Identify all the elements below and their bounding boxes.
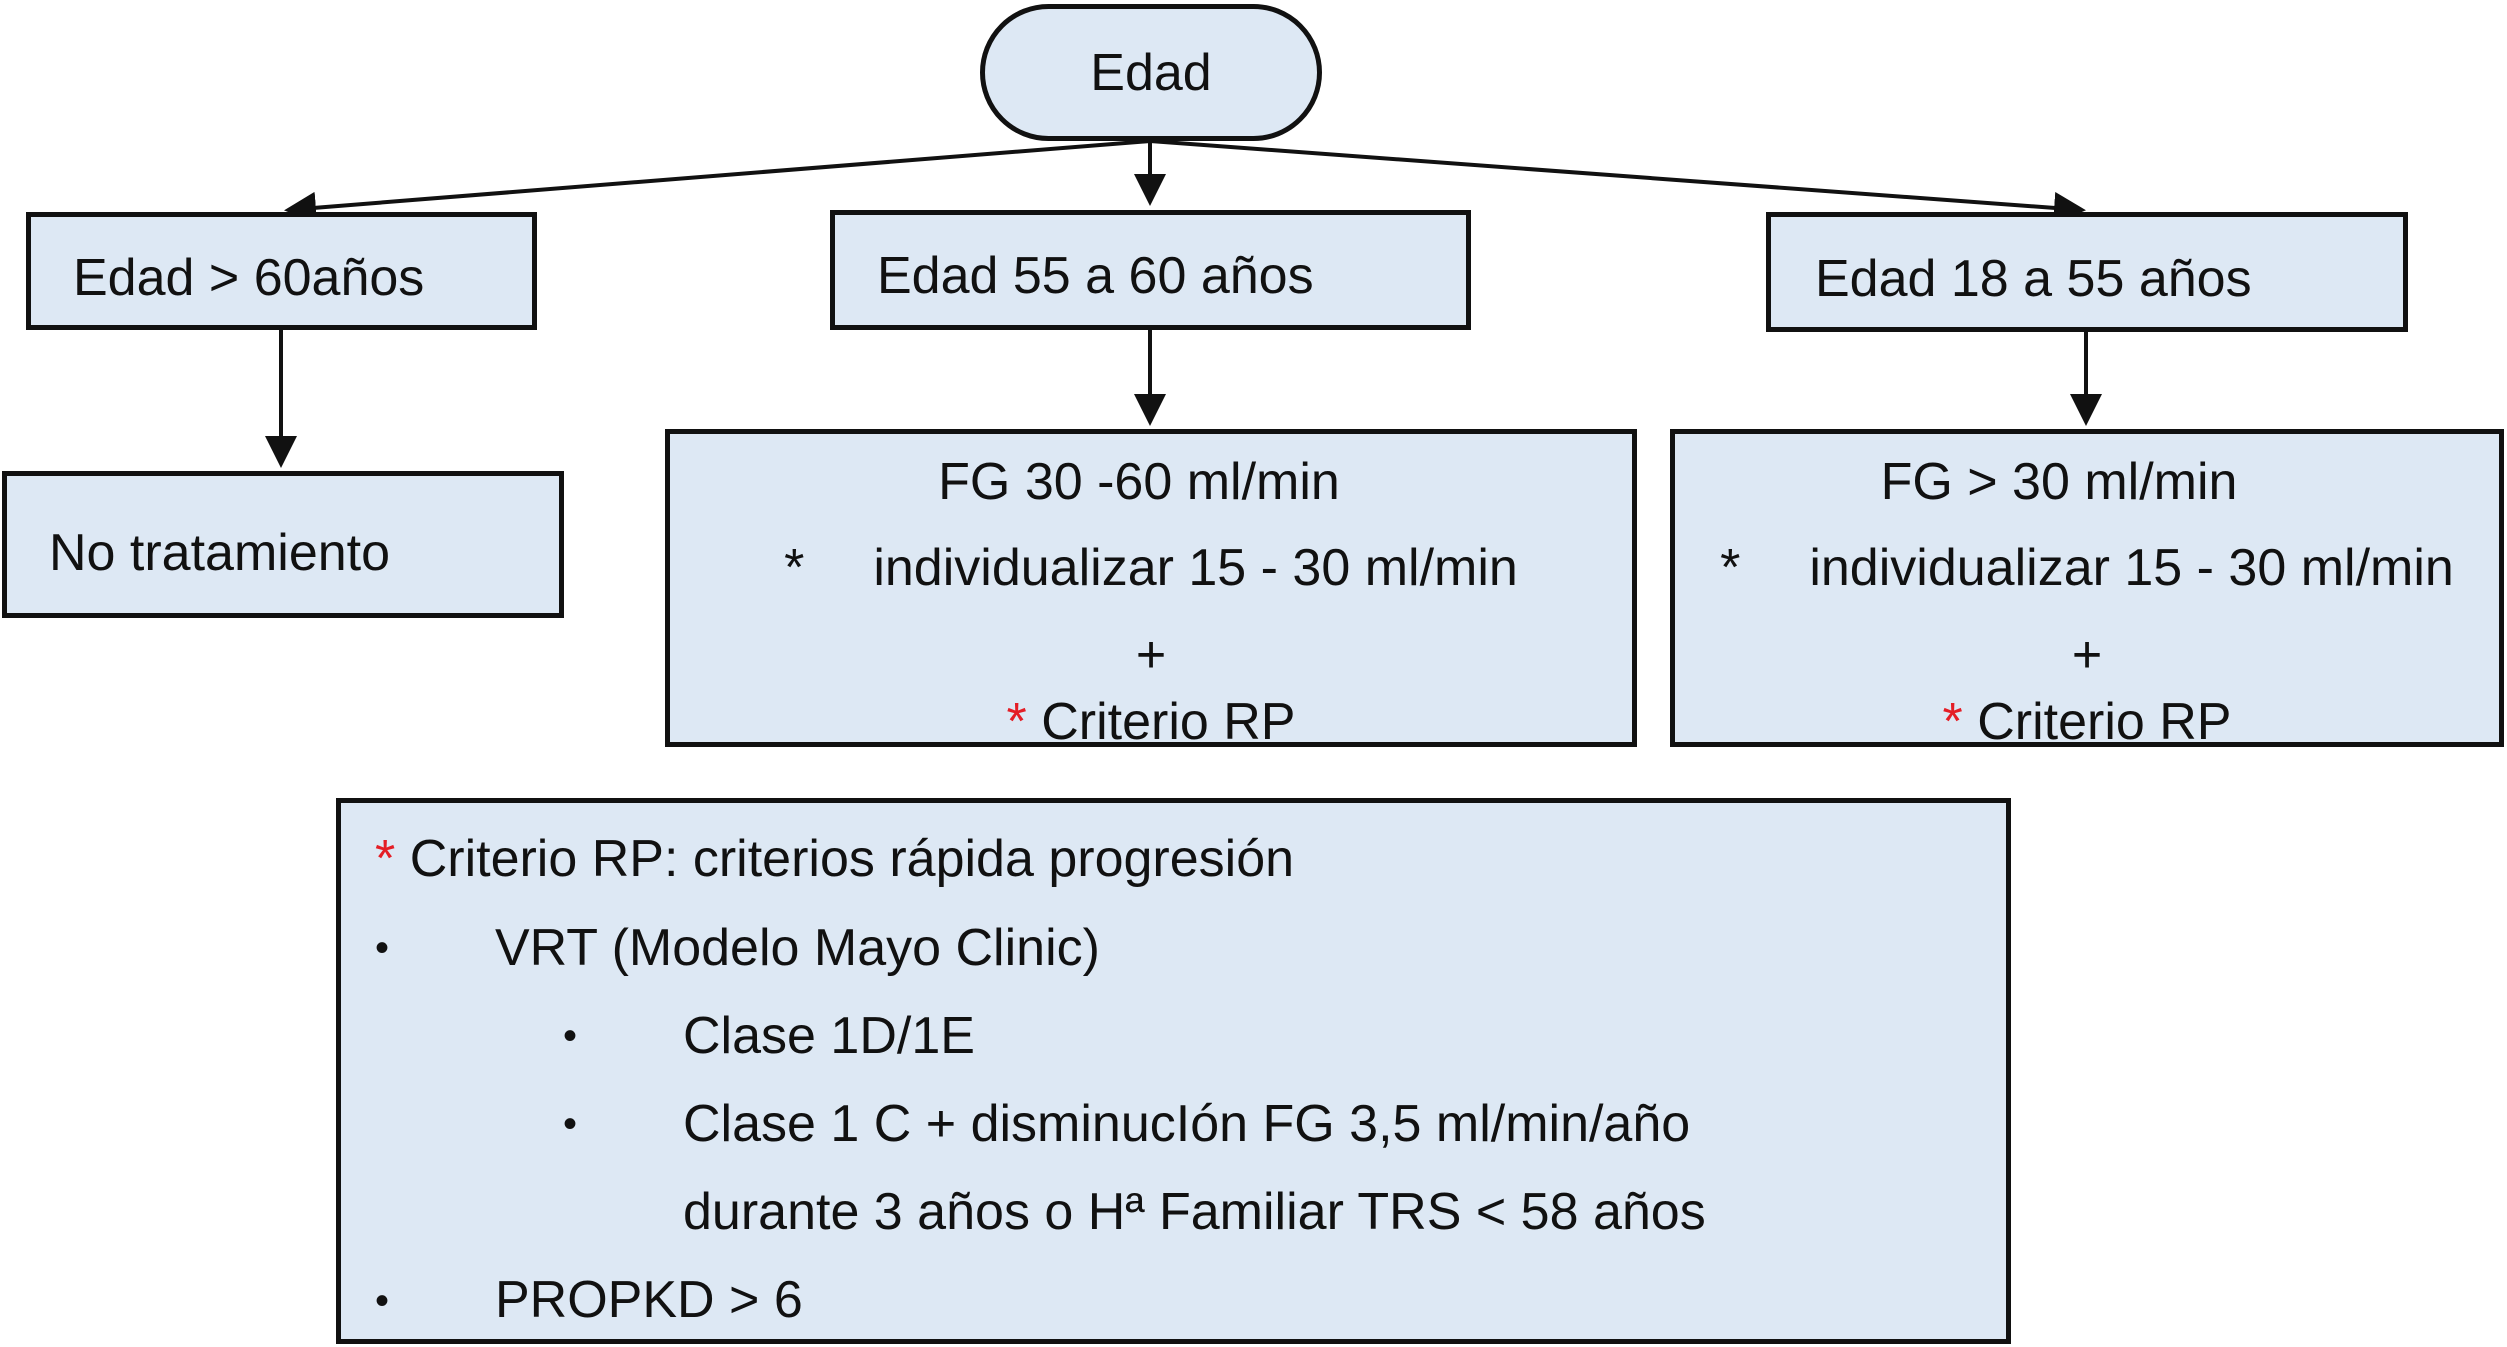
plus-sign: + [2071, 626, 2103, 684]
root-label: Edad [1090, 43, 1212, 102]
bullet-icon: • [563, 1014, 578, 1058]
branch-label: Edad 18 a 55 años [1815, 250, 2252, 308]
outcome-middle: FG 30 -60 ml/min * individualizar 15 - 3… [665, 429, 1637, 748]
rp-criteria-legend: * Criterio RP: criterios rápida progresi… [336, 798, 2011, 1344]
bullet-icon: • [375, 1279, 390, 1323]
branch-label: Edad > 60años [73, 249, 425, 307]
individualize-text: individualizar 15 - 30 ml/min [1809, 539, 2454, 597]
rp-criterion-text: Criterio RP [1977, 693, 2232, 751]
branch-age-over-60: Edad > 60años [26, 212, 537, 330]
plus-sign: + [1135, 626, 1167, 684]
outcome-label: No tratamiento [49, 524, 391, 582]
legend-title: * Criterio RP: criterios rápida progresi… [375, 833, 1294, 885]
arrow-root-to-left [284, 139, 1151, 224]
branch-age-18-55: Edad 18 a 55 años [1766, 212, 2408, 332]
individualize-text: individualizar 15 - 30 ml/min [873, 539, 1518, 597]
legend-title-text: Criterio RP: criterios rápida progresión [409, 830, 1295, 888]
root-node: Edad [980, 4, 1322, 141]
arrow-root-to-right [1149, 139, 2086, 224]
asterisk-marker: * [1720, 539, 1741, 597]
individualize-line: * individualizar 15 - 30 ml/min [1675, 542, 2499, 594]
legend-item: Clase 1D/1E [683, 1007, 975, 1065]
bullet-icon: • [375, 926, 390, 970]
legend-item: Clase 1 C + disminucIón FG 3,5 ml/min/añ… [683, 1095, 1691, 1153]
red-asterisk-marker: * [1942, 693, 1963, 751]
individualize-line: * individualizar 15 - 30 ml/min [670, 542, 1632, 594]
gfr-criterion: FG 30 -60 ml/min [938, 453, 1340, 511]
asterisk-marker: * [784, 539, 805, 597]
branch-label: Edad 55 a 60 años [877, 247, 1314, 305]
legend-item: PROPKD > 6 [495, 1271, 803, 1329]
rp-criterion-line: * Criterio RP [670, 696, 1632, 748]
branch-age-55-60: Edad 55 a 60 años [830, 210, 1471, 330]
legend-item: VRT (Modelo Mayo Clinic) [495, 919, 1100, 977]
bullet-icon: • [563, 1102, 578, 1146]
rp-criterion-line: * Criterio RP [1675, 696, 2499, 748]
rp-criterion-text: Criterio RP [1041, 693, 1296, 751]
outcome-right: FG > 30 ml/min * individualizar 15 - 30 … [1670, 429, 2504, 748]
outcome-no-treatment: No tratamiento [2, 471, 564, 618]
red-asterisk-marker: * [1006, 693, 1027, 751]
legend-item-continuation: durante 3 años o Hª Familiar TRS < 58 añ… [683, 1183, 1706, 1241]
red-asterisk-marker: * [375, 830, 396, 888]
gfr-criterion: FG > 30 ml/min [1880, 453, 2238, 511]
